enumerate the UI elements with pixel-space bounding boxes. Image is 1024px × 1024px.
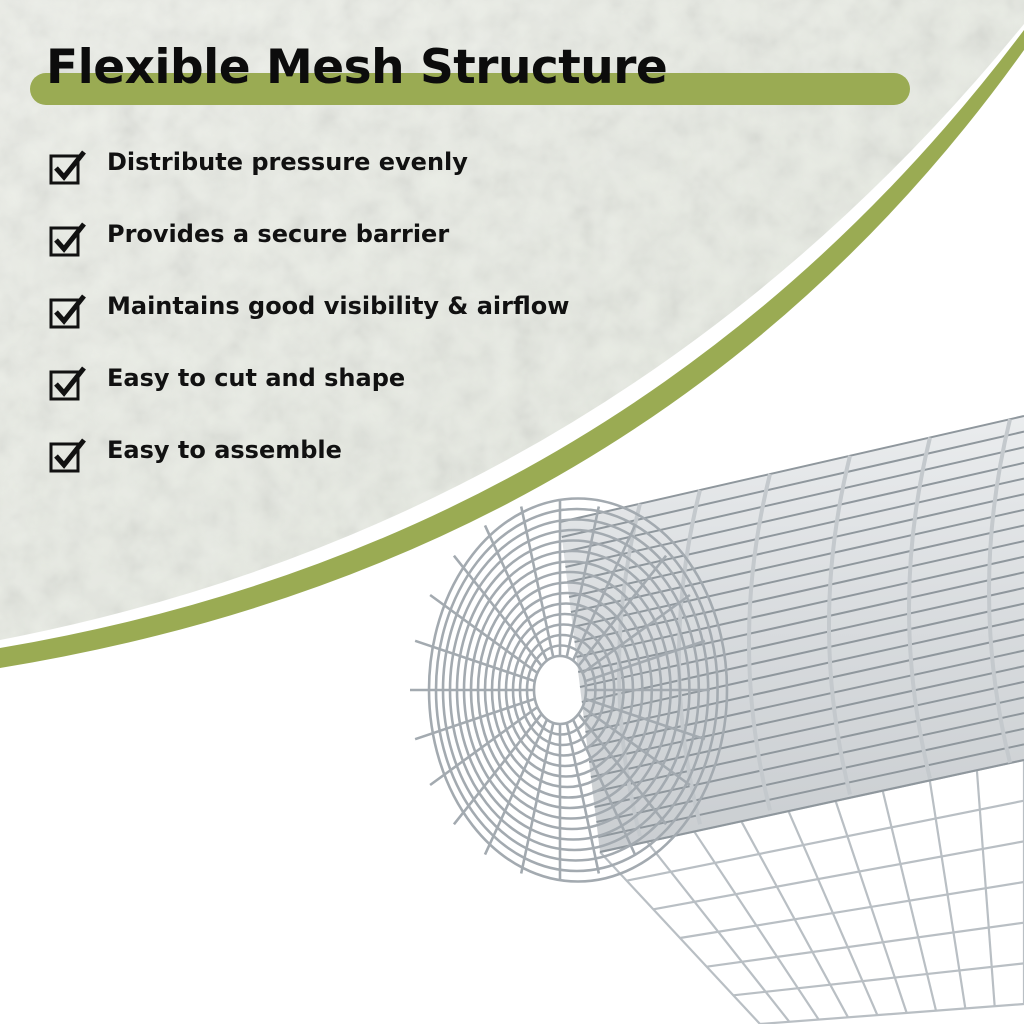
list-item: Easy to cut and shape — [48, 362, 569, 434]
checkbox-check-icon — [49, 294, 86, 329]
checkbox-check-icon — [49, 150, 86, 185]
checkbox-check-icon — [49, 366, 86, 401]
feature-text: Easy to cut and shape — [107, 364, 406, 392]
feature-list: Distribute pressure evenly Provides a se… — [48, 146, 569, 506]
list-item: Provides a secure barrier — [48, 218, 569, 290]
page-title: Flexible Mesh Structure — [46, 40, 668, 95]
feature-text: Maintains good visibility & airflow — [107, 292, 570, 320]
list-item: Easy to assemble — [48, 434, 569, 506]
roll-end-spiral — [410, 497, 729, 883]
feature-text: Provides a secure barrier — [107, 220, 450, 248]
checkbox-check-icon — [49, 438, 86, 473]
title-accent-bar — [30, 73, 910, 105]
list-item: Distribute pressure evenly — [48, 146, 569, 218]
checkbox-check-icon — [49, 222, 86, 257]
feature-text: Distribute pressure evenly — [107, 148, 468, 176]
feature-text: Easy to assemble — [107, 436, 342, 464]
list-item: Maintains good visibility & airflow — [48, 290, 569, 362]
